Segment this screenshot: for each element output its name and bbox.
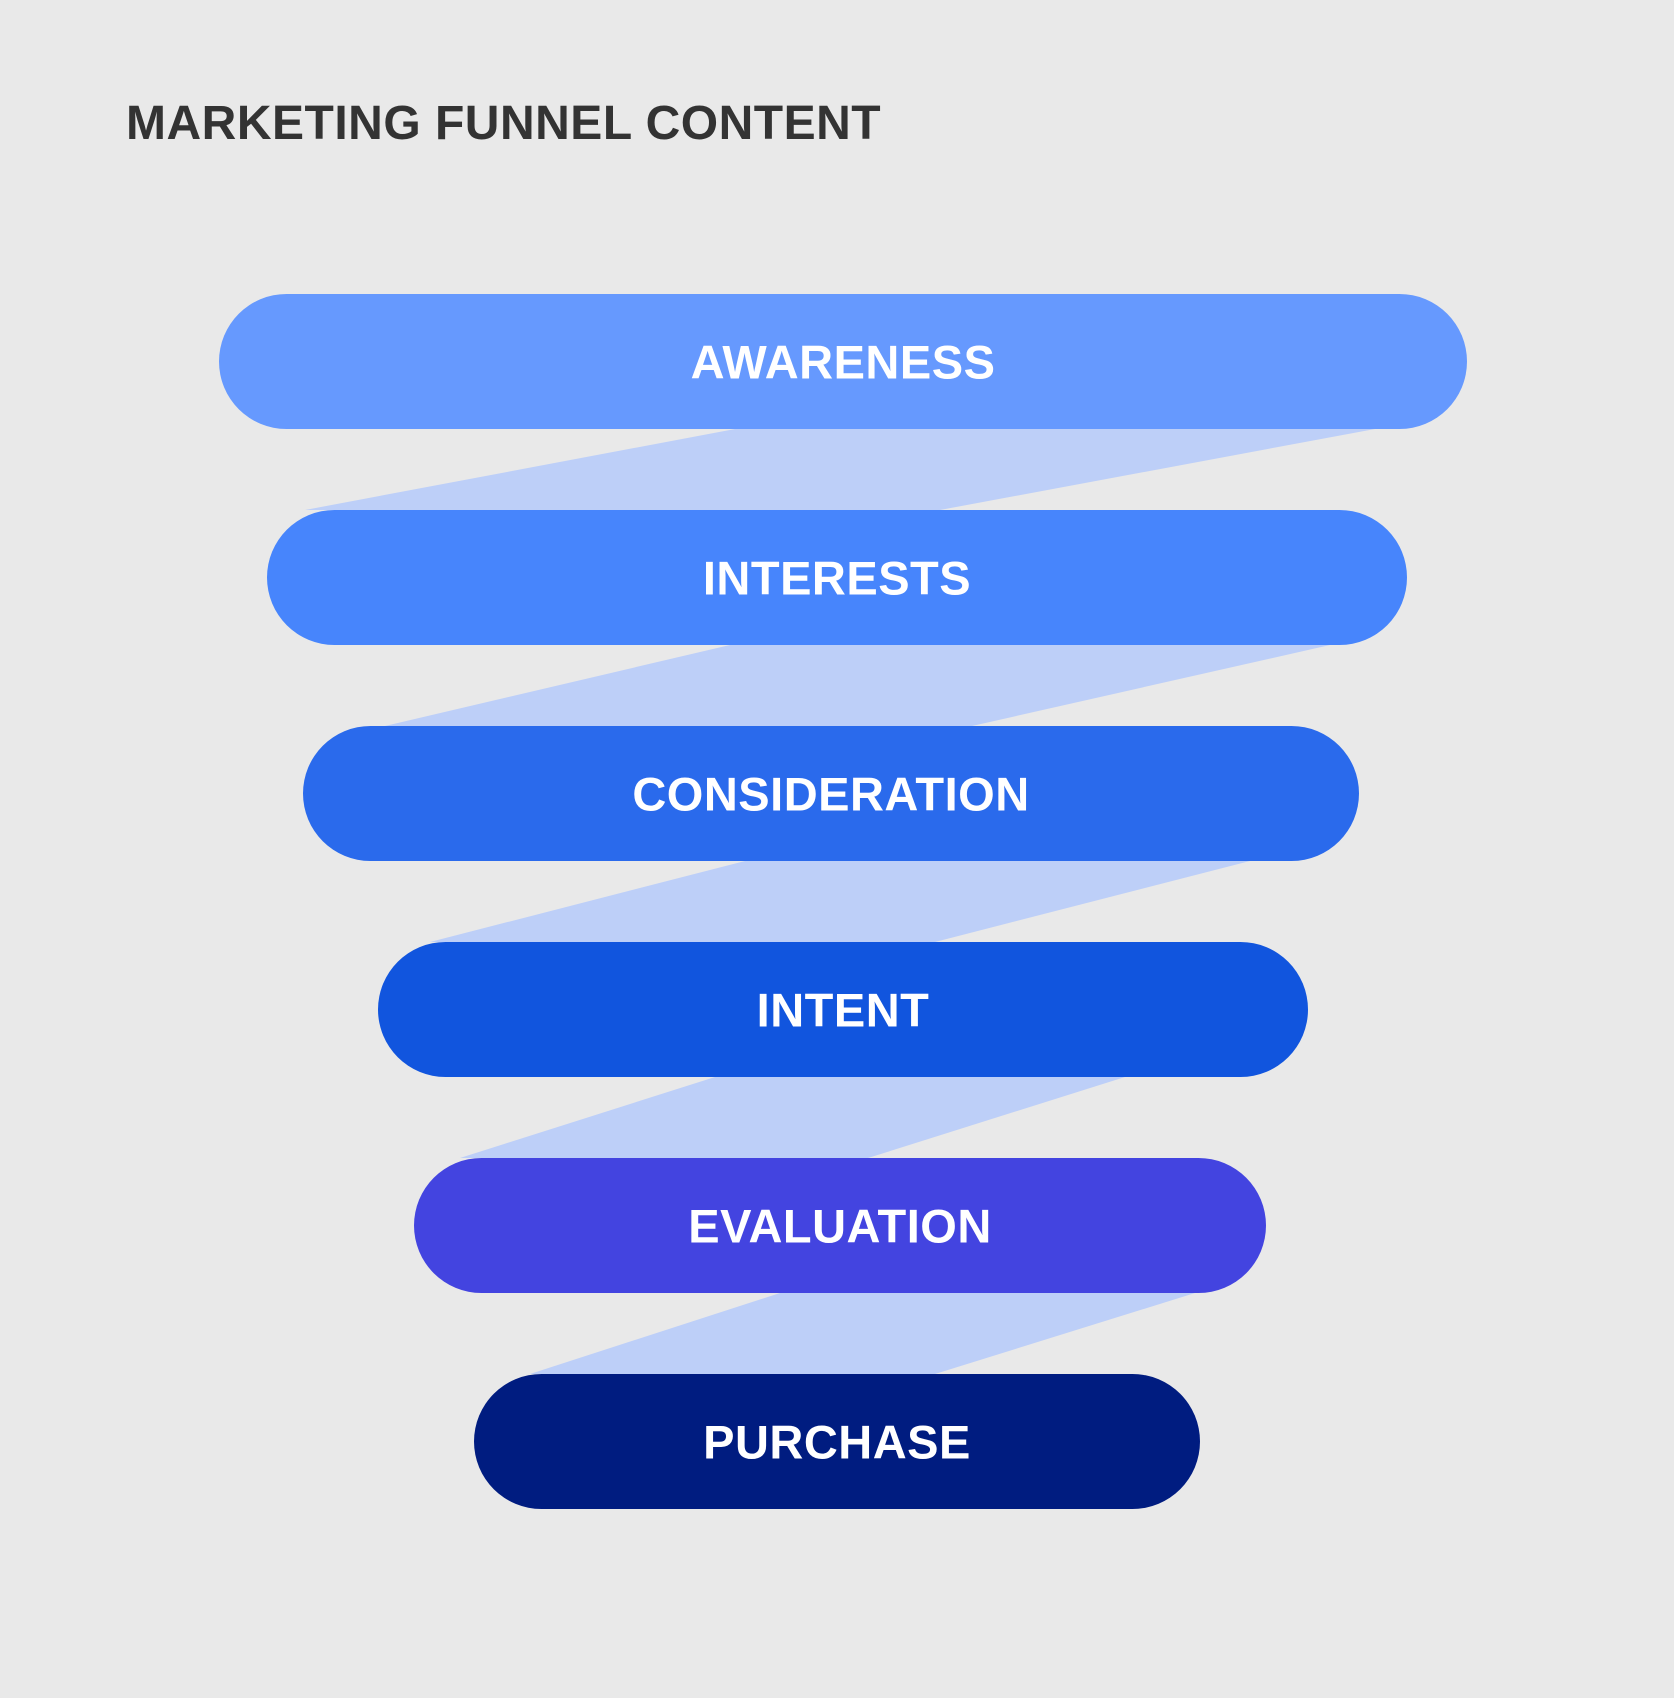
stage-label-awareness: AWARENESS bbox=[691, 336, 996, 389]
stage-bar-awareness bbox=[219, 294, 1467, 429]
connector-4 bbox=[460, 1077, 1125, 1158]
stage-evaluation: EVALUATION bbox=[414, 1158, 1266, 1293]
stage-bar-intent bbox=[378, 942, 1308, 1077]
stage-label-intent: INTENT bbox=[757, 984, 930, 1037]
connector-5 bbox=[530, 1293, 1195, 1374]
funnel-stages: AWARENESS INTERESTS CONSIDERATION INTENT EVA… bbox=[219, 294, 1467, 1509]
funnel-connectors bbox=[305, 429, 1375, 1374]
stage-label-evaluation: EVALUATION bbox=[688, 1200, 992, 1253]
stage-purchase: PURCHASE bbox=[474, 1374, 1200, 1509]
connector-2 bbox=[385, 645, 1330, 726]
stage-bar-interests bbox=[267, 510, 1407, 645]
connector-3 bbox=[430, 861, 1250, 942]
stage-label-purchase: PURCHASE bbox=[703, 1416, 971, 1469]
stage-label-interests: INTERESTS bbox=[703, 552, 971, 605]
stage-bar-evaluation bbox=[414, 1158, 1266, 1293]
stage-consideration: CONSIDERATION bbox=[303, 726, 1359, 861]
connector-1 bbox=[305, 429, 1375, 510]
page-title: MARKETING FUNNEL CONTENT bbox=[126, 97, 882, 150]
stage-bar-consideration bbox=[303, 726, 1359, 861]
stage-interests: INTERESTS bbox=[267, 510, 1407, 645]
stage-label-consideration: CONSIDERATION bbox=[632, 768, 1029, 821]
stage-awareness: AWARENESS bbox=[219, 294, 1467, 429]
stage-intent: INTENT bbox=[378, 942, 1308, 1077]
stage-bar-purchase bbox=[474, 1374, 1200, 1509]
